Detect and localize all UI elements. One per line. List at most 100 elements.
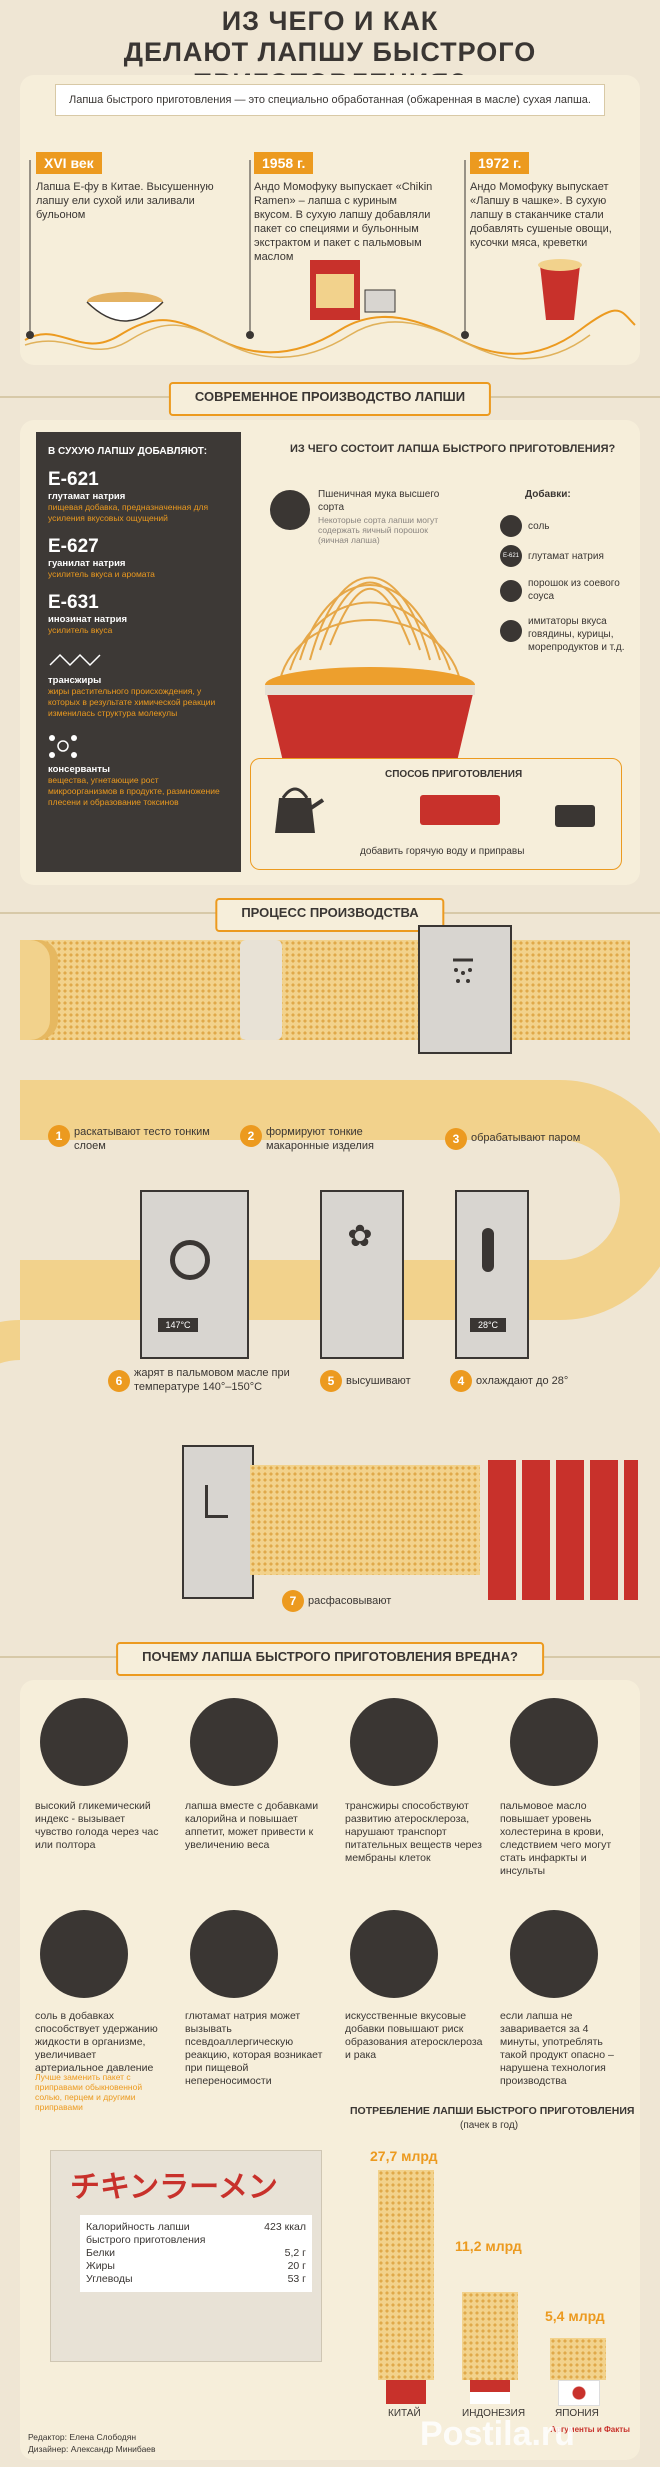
nutrition-label: Калорийность лапши быстрого приготовлени… [86, 2221, 206, 2246]
consumption-bar-japan [550, 2338, 606, 2380]
history-text-2: Андо Момофуку выпускает «Chikin Ramen» –… [254, 181, 433, 263]
additive-name: гуанилат натрия [48, 558, 126, 569]
step-text: жарят в пальмовом масле при температуре … [134, 1367, 290, 1393]
modern-banner: СОВРЕМЕННОЕ ПРОИЗВОДСТВО ЛАПШИ [0, 382, 660, 416]
noodle-bowl-illustration [265, 576, 475, 770]
nutrition-label: Белки [86, 2247, 115, 2259]
harm-banner-label: ПОЧЕМУ ЛАПША БЫСТРОГО ПРИГОТОВЛЕНИЯ ВРЕД… [116, 1642, 544, 1676]
flavour-icon [500, 620, 522, 642]
packing-machine [182, 1445, 254, 1599]
extra-salt: соль [528, 521, 550, 532]
fridge-icon [40, 1698, 128, 1786]
credit-editor: Редактор: Елена Слободян [28, 2432, 137, 2442]
cancer-ribbon-icon [350, 1910, 438, 1998]
watermark: Postila.ru [420, 2415, 575, 2453]
nutrition-label: Жиры [86, 2260, 115, 2272]
japan-flag-icon [558, 2380, 600, 2406]
history-date-2: 1958 г. [254, 152, 314, 174]
step-text: охлаждают до 28° [476, 1375, 569, 1387]
forming-rollers [240, 940, 282, 1040]
process-banner-label: ПРОЦЕСС ПРОИЗВОДСТВА [215, 898, 445, 932]
salt-icon [500, 515, 522, 537]
fry-display-value: 147°C [165, 1320, 191, 1330]
packed-noodles [488, 1460, 638, 1600]
cooking-title: СПОСОБ ПРИГОТОВЛЕНИЯ [385, 769, 523, 780]
step-text: расфасовывают [308, 1595, 392, 1607]
step-text: высушивают [346, 1375, 411, 1387]
consumption-bar-indonesia [462, 2292, 518, 2380]
additive-name: инозинат натрия [48, 614, 127, 625]
harm-text: соль в добавках способствует удержанию ж… [35, 2010, 158, 2074]
stopwatch-icon [510, 1910, 598, 1998]
step-number: 3 [445, 1128, 467, 1150]
history-text-3: Андо Момофуку выпускает «Лапшу в чашке».… [470, 181, 612, 249]
thermometer-icon [482, 1228, 494, 1272]
harm-text: трансжиры способствуют развитию атероскл… [345, 1800, 482, 1864]
cons-desc: вещества, угнетающие рост микроорганизмо… [48, 775, 220, 807]
additive-code: E-627 [48, 536, 99, 557]
harm-text: пальмовое масло повышает уровень холесте… [500, 1800, 612, 1877]
nutrition-value: 53 г [287, 2273, 306, 2285]
consumption-value: 11,2 млрд [455, 2238, 522, 2254]
credit-designer: Дизайнер: Александр Минибаев [28, 2444, 156, 2454]
consumption-country: КИТАЙ [388, 2408, 421, 2419]
harm-text: лапша вместе с добавками калорийна и пов… [185, 1800, 319, 1851]
cooking-text: добавить горячую воду и приправы [360, 846, 525, 857]
step-text: формируют тонкие макаронные изделия [266, 1126, 374, 1152]
indonesia-flag-icon [470, 2380, 510, 2404]
step-number: 5 [320, 1370, 342, 1392]
additive-desc: пищевая добавка, предназначенная для уси… [48, 502, 209, 523]
intro-box: Лапша быстрого приготовления — это специ… [55, 84, 605, 116]
nutrition-value: 423 ккал [264, 2221, 306, 2233]
seasoning-icon [555, 805, 595, 827]
harm-banner: ПОЧЕМУ ЛАПША БЫСТРОГО ПРИГОТОВЛЕНИЯ ВРЕД… [0, 1642, 660, 1676]
fry-display: 147°C [158, 1318, 198, 1332]
harm-text: глютамат натрия может вызывать псевдоалл… [185, 2010, 323, 2087]
consumption-bar-china [378, 2170, 434, 2380]
additive-code: E-631 [48, 592, 99, 613]
extra-soy: порошок из соевого соуса [528, 578, 620, 602]
extra-glutamate: глутамат натрия [528, 551, 604, 562]
dough-roller [20, 940, 58, 1040]
harm-text: искусственные вкусовые добавки повышают … [345, 2010, 483, 2061]
trans-desc: жиры растительного происхождения, у кото… [48, 686, 216, 718]
step-text: раскатывают тесто тонким слоем [74, 1126, 210, 1152]
molecule-icon [49, 653, 101, 667]
soy-icon [500, 580, 522, 602]
conveyor-belt [0, 1080, 660, 1364]
step-number: 1 [48, 1125, 70, 1147]
nutrition-label: Углеводы [86, 2273, 133, 2285]
additive-name: глутамат натрия [48, 491, 126, 502]
dry-machine [320, 1190, 404, 1359]
noodle-timeline-illustration [24, 160, 636, 360]
consumption-value: 5,4 млрд [545, 2308, 605, 2324]
additive-desc: усилитель вкуса [48, 625, 113, 635]
consumption-subtitle: (пачек в год) [460, 2120, 519, 2131]
composition-title: ИЗ ЧЕГО СОСТОИТ ЛАПША БЫСТРОГО ПРИГОТОВЛ… [290, 443, 616, 455]
flour-label: Пшеничная мука высшего сорта [318, 489, 440, 513]
noodle-blocks [250, 1465, 480, 1575]
china-flag-icon [386, 2380, 426, 2404]
dough-sheet [20, 940, 630, 1040]
heart-icon [350, 1698, 438, 1786]
blood-pressure-icon [40, 1910, 128, 1998]
consumption-country: ЯПОНИЯ [555, 2408, 599, 2419]
e621-badge-label: E-621 [502, 553, 519, 559]
step-text: обрабатывают паром [471, 1132, 581, 1144]
flour-sack-icon [270, 490, 310, 530]
trans-name: трансжиры [48, 675, 102, 686]
cool-display: 28°C [470, 1318, 506, 1332]
steam-machine [418, 925, 512, 1054]
modern-banner-label: СОВРЕМЕННОЕ ПРОИЗВОДСТВО ЛАПШИ [168, 382, 492, 416]
consumption-value: 27,7 млрд [370, 2148, 438, 2164]
brand-logo: Аргументы и Факты [550, 2425, 630, 2434]
history-date-1: XVI век [36, 152, 102, 174]
e621-badge: E-621 [500, 545, 522, 567]
step-number: 4 [450, 1370, 472, 1392]
harm-text: высокий гликемический индекс - вызывает … [35, 1800, 159, 1851]
harm-text: если лапша не заваривается за 4 минуты, … [500, 2010, 614, 2087]
history-timeline [20, 140, 640, 360]
packing-arrow-icon [205, 1485, 228, 1518]
history-text-1: Лапша Е-фу в Китае. Высушенную лапшу ели… [36, 181, 214, 221]
history-date-3: 1972 г. [470, 152, 530, 174]
